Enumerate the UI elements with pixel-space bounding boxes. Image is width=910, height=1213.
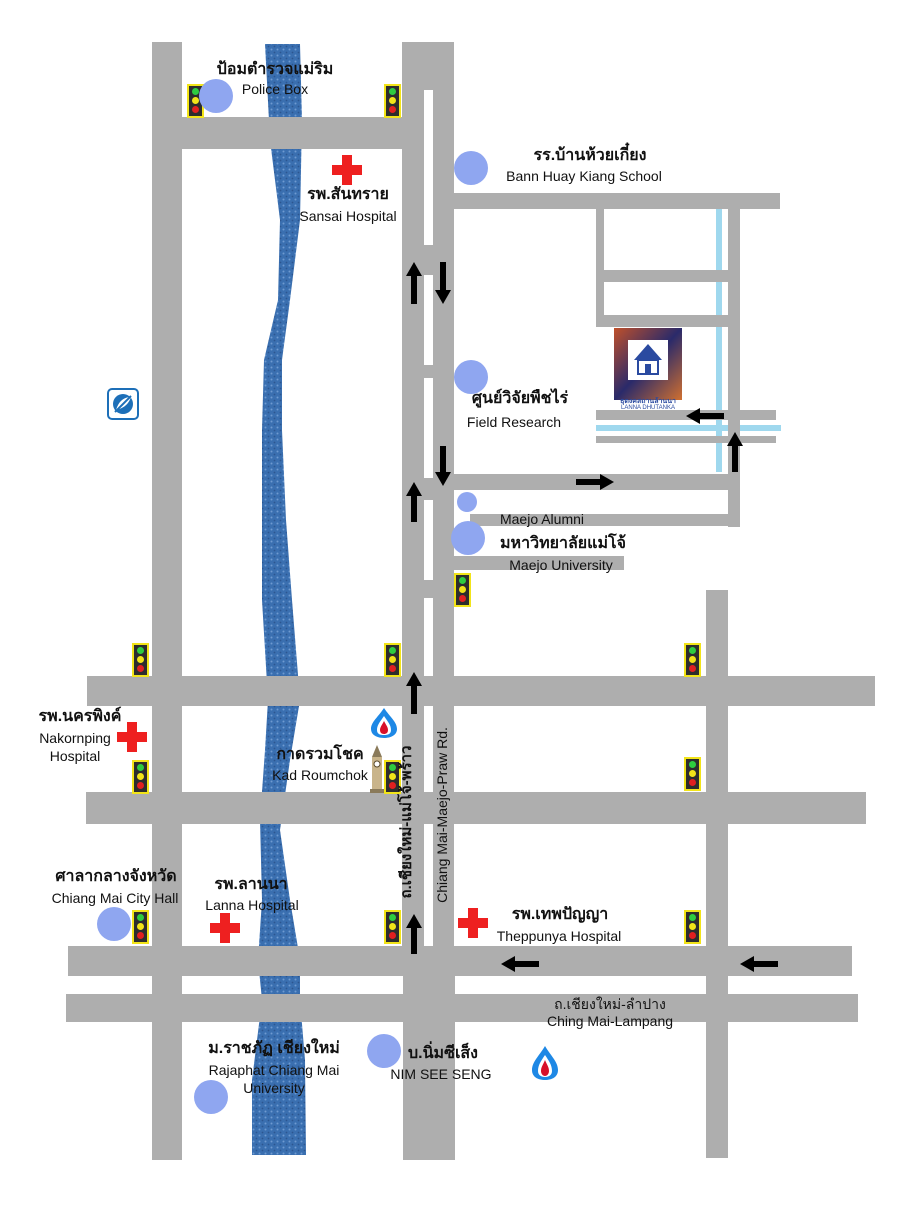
red-cross-icon <box>332 155 362 185</box>
police-box-label-en: Police Box <box>241 81 309 97</box>
lanna-hospital-label-en: Lanna Hospital <box>205 897 299 913</box>
traffic-light-icon <box>384 760 401 794</box>
road-dhutanka <box>596 410 776 420</box>
road-local <box>604 270 740 282</box>
traffic-light-icon <box>384 84 401 118</box>
arrow-up-icon <box>406 914 422 954</box>
maejo-alumni-icon <box>457 492 477 512</box>
traffic-light-icon <box>684 910 701 944</box>
nim-see-seng-icon <box>367 1034 401 1068</box>
road-east <box>706 590 728 1158</box>
school-label-th: รร.บ้านห้วยเกี๋ยง <box>533 147 647 164</box>
nakornping-label-en-2: Hospital <box>49 748 101 764</box>
logo-thai-text: ธุดงคสถานล้านนา <box>620 398 676 405</box>
arrow-left-icon <box>501 956 539 972</box>
road-cross-1 <box>87 676 875 706</box>
road-dhutanka <box>596 436 776 443</box>
road-lampang <box>66 994 858 1022</box>
traffic-light-icon <box>384 643 401 677</box>
nim-see-seng-label-en: NIM SEE SENG <box>390 1066 492 1082</box>
arrow-right-icon <box>576 474 614 490</box>
maejo-university-icon <box>451 521 485 555</box>
median <box>424 598 433 952</box>
median <box>424 90 433 245</box>
field-research-label-th: ศูนย์วิจัยพืชไร่ <box>471 390 569 407</box>
rajaphat-label-en-1: Rajaphat Chiang Mai <box>208 1062 340 1078</box>
traffic-light-icon <box>684 643 701 677</box>
nakornping-label-en-1: Nakornping <box>39 730 111 746</box>
maejo-university-label-en: Maejo University <box>509 557 613 573</box>
road-alumni <box>470 514 740 526</box>
red-cross-icon <box>117 722 147 752</box>
theppunya-label-en: Theppunya Hospital <box>496 928 622 944</box>
lanna-dhutanka-logo <box>614 328 682 400</box>
maejo-university-label-th: มหาวิทยาลัยแม่โจ้ <box>500 535 626 552</box>
red-cross-icon <box>210 913 240 943</box>
lampang-road-label-en: Ching Mai-Lampang <box>546 1013 674 1029</box>
lanna-hospital-label-th: รพ.ลานนา <box>214 876 288 893</box>
city-hall-label-th: ศาลากลางจังหวัด <box>55 868 177 885</box>
bank-logo-icon <box>107 388 139 420</box>
arrow-up-icon <box>727 432 743 472</box>
sansai-hospital-label-th: รพ.สันทราย <box>307 186 389 203</box>
arrow-up-icon <box>406 672 422 714</box>
police-box-icon <box>199 79 233 113</box>
red-cross-icon <box>458 908 488 938</box>
arrow-left-icon <box>686 408 724 424</box>
road-local <box>604 315 740 327</box>
road-local <box>596 207 604 327</box>
arrow-down-icon <box>435 262 451 304</box>
nim-see-seng-label-th: บ.นิ่มซีเส็ง <box>408 1045 478 1062</box>
maejo-alumni-label: Maejo Alumni <box>499 511 585 527</box>
road-west <box>152 42 182 1160</box>
kad-roumchok-label-th: กาดรวมโชค <box>276 746 364 763</box>
main-road-label-th: ถ.เชียงใหม่-แม่โจ้-พร้าว <box>398 745 415 899</box>
arrow-down-icon <box>435 446 451 486</box>
traffic-light-icon <box>132 760 149 794</box>
rajaphat-label-th: ม.ราชภัฏ เชียงใหม่ <box>208 1040 340 1057</box>
city-hall-icon <box>97 907 131 941</box>
ptt-drop-icon <box>371 708 397 738</box>
arrow-left-icon <box>740 956 778 972</box>
road-cross-3 <box>68 946 852 976</box>
kad-roumchok-label-en: Kad Roumchok <box>272 767 368 783</box>
main-road-label-en: Chiang Mai-Maejo-Praw Rd. <box>434 727 450 903</box>
rajaphat-icon <box>194 1080 228 1114</box>
clock-tower-icon <box>370 745 384 793</box>
lampang-road-label-th: ถ.เชียงใหม่-ลำปาง <box>554 996 666 1012</box>
field-research-icon <box>454 360 488 394</box>
theppunya-label-th: รพ.เทพปัญญา <box>511 906 609 923</box>
school-icon <box>454 151 488 185</box>
logo-english-text: LANNA DHUTANKA <box>621 405 675 411</box>
road-main-south <box>403 954 455 1160</box>
traffic-light-icon <box>132 910 149 944</box>
road-school <box>454 193 780 209</box>
sansai-hospital-label-en: Sansai Hospital <box>299 208 397 224</box>
canal-vertical <box>716 207 722 472</box>
police-box-label-th: ป้อมตำรวจแม่ริม <box>216 61 334 78</box>
field-research-label-en: Field Research <box>466 414 562 430</box>
traffic-light-icon <box>384 910 401 944</box>
arrow-up-icon <box>406 482 422 522</box>
nakornping-label-th: รพ.นครพิงค์ <box>38 708 122 725</box>
ptt-drop-icon <box>532 1046 558 1080</box>
school-label-en: Bann Huay Kiang School <box>506 168 662 184</box>
road-top <box>182 117 404 149</box>
traffic-light-icon <box>684 757 701 791</box>
median <box>424 275 433 365</box>
road-cross-2 <box>86 792 866 824</box>
canal-horizontal <box>596 425 781 431</box>
rajaphat-label-en-2: University <box>243 1080 305 1096</box>
arrow-up-icon <box>406 262 422 304</box>
city-hall-label-en: Chiang Mai City Hall <box>51 890 179 906</box>
traffic-light-icon <box>454 573 471 607</box>
traffic-light-icon <box>132 643 149 677</box>
road-university <box>454 556 624 570</box>
median <box>424 378 433 478</box>
median <box>424 500 433 580</box>
